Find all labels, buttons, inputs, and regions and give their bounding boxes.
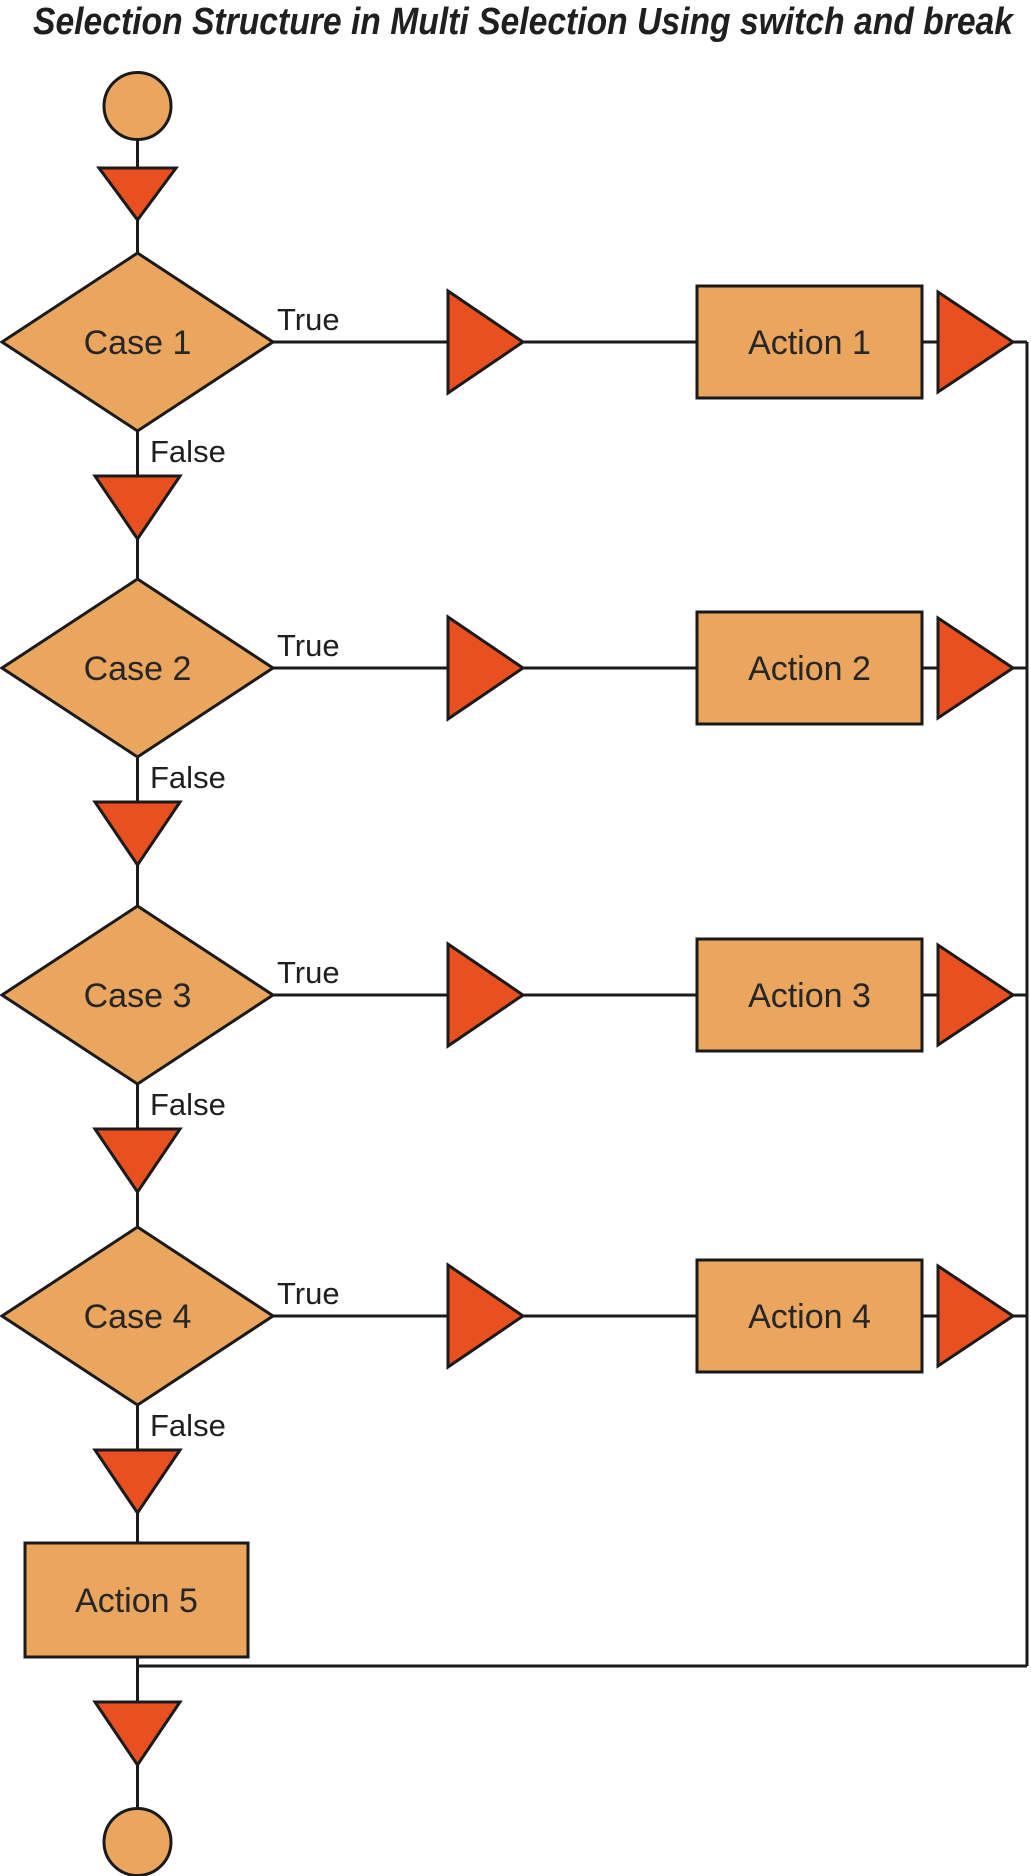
true-label-1: True bbox=[277, 302, 340, 337]
action-2-label: Action 2 bbox=[748, 650, 871, 688]
diagram-title: Selection Structure in Multi Selection U… bbox=[33, 1, 1015, 43]
right-arrowhead-4b-icon bbox=[936, 1263, 1016, 1369]
decision-row-4: Case 4 True Action 4 False bbox=[0, 1225, 1027, 1543]
right-arrowhead-3a-icon bbox=[446, 941, 526, 1049]
decision-row-3: Case 3 True Action 3 False bbox=[0, 904, 1027, 1227]
right-arrowhead-1b-icon bbox=[936, 289, 1016, 395]
end-terminal bbox=[102, 1807, 173, 1876]
action-4-label: Action 4 bbox=[748, 1298, 871, 1336]
true-label-3: True bbox=[277, 955, 340, 990]
false-label-3: False bbox=[150, 1087, 226, 1122]
true-label-2: True bbox=[277, 628, 340, 663]
action-5-label: Action 5 bbox=[75, 1582, 198, 1620]
decision-row-1: Case 1 True Action 1 False bbox=[0, 251, 1027, 580]
process-action-5-shape bbox=[23, 1541, 250, 1659]
case-3-label: Case 3 bbox=[84, 977, 192, 1015]
right-arrowhead-3b-icon bbox=[936, 942, 1016, 1048]
down-arrowhead-3-icon bbox=[92, 800, 183, 868]
true-label-4: True bbox=[277, 1276, 340, 1311]
down-arrowhead-1-icon bbox=[96, 166, 179, 223]
right-arrowhead-1a-icon bbox=[446, 288, 526, 396]
down-arrowhead-2-icon bbox=[92, 474, 183, 542]
down-arrowhead-5-icon bbox=[92, 1448, 183, 1516]
process-action-3-shape bbox=[695, 937, 924, 1053]
case-2-label: Case 2 bbox=[84, 650, 192, 688]
start-terminal bbox=[102, 71, 173, 141]
right-arrowhead-4a-icon bbox=[446, 1262, 526, 1370]
case-1-label: Case 1 bbox=[84, 324, 192, 362]
false-label-4: False bbox=[150, 1408, 226, 1443]
false-label-1: False bbox=[150, 434, 226, 469]
false-label-2: False bbox=[150, 760, 226, 795]
right-arrowhead-2a-icon bbox=[446, 614, 526, 722]
right-arrowhead-2b-icon bbox=[936, 615, 1016, 721]
process-action-4-shape bbox=[695, 1258, 924, 1374]
down-arrowhead-4-icon bbox=[92, 1127, 183, 1195]
down-arrowhead-6-icon bbox=[92, 1700, 183, 1768]
case-4-label: Case 4 bbox=[84, 1298, 192, 1336]
decision-row-2: Case 2 True Action 2 False bbox=[0, 577, 1027, 906]
action-3-label: Action 3 bbox=[748, 977, 871, 1015]
action-1-label: Action 1 bbox=[748, 324, 871, 362]
